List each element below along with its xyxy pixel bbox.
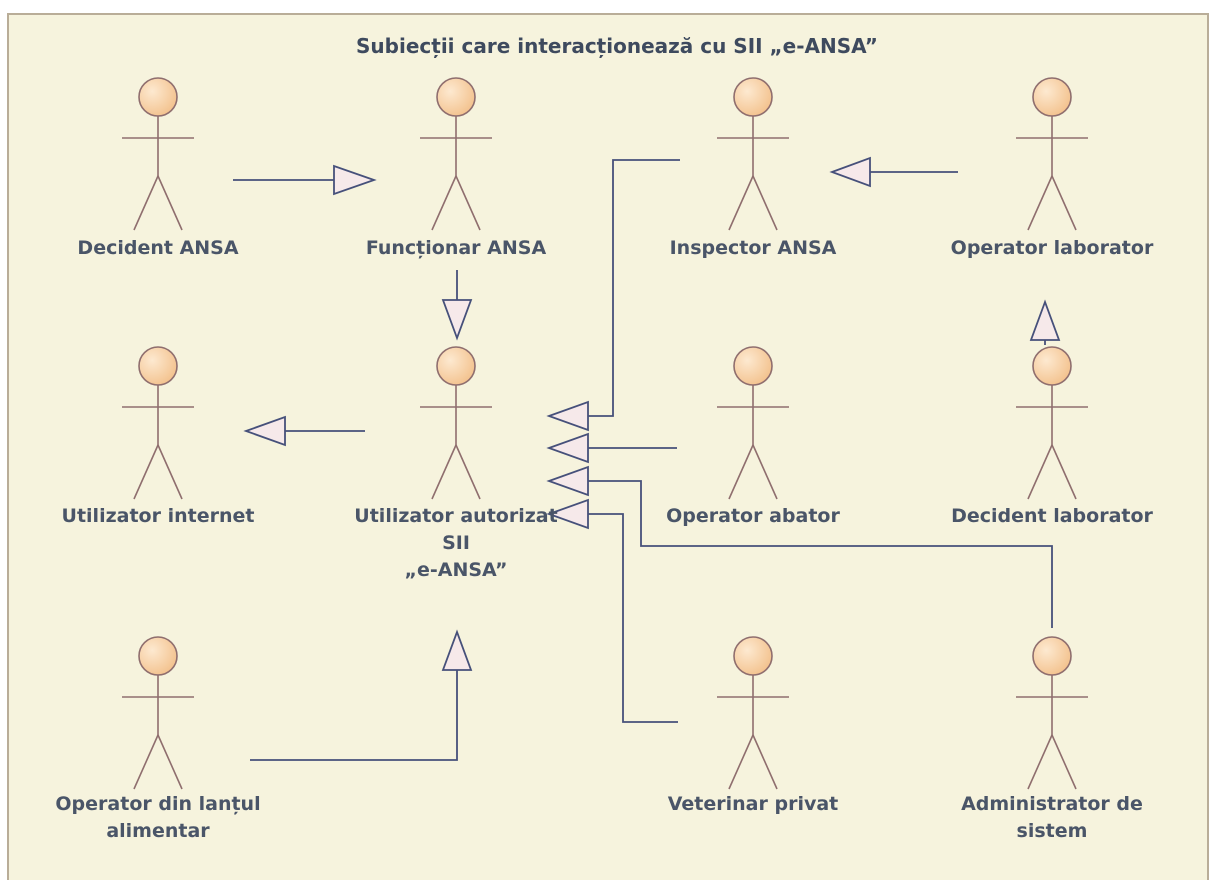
actor-decident-ansa: Decident ANSA: [77, 77, 239, 259]
actor-utilizator-internet: Utilizator internet: [62, 346, 255, 527]
actor-label: „e-ANSA”: [405, 559, 508, 581]
arrowhead-from-administrator: [546, 465, 589, 497]
actor-figure-icon: [122, 346, 194, 500]
arrowhead-from-operator-lant: [441, 629, 473, 671]
actor-functionar-ansa: Funcționar ANSA: [366, 77, 547, 259]
actor-figure-icon: [420, 77, 492, 231]
actor-label: Administrator de: [961, 793, 1143, 815]
actor-operator-laborator: Operator laborator: [951, 77, 1154, 259]
arrowhead-operator-laborator: [1029, 299, 1061, 341]
actor-veterinar-privat: Veterinar privat: [668, 636, 839, 815]
arrowhead-from-veterinar: [546, 498, 589, 530]
connector-veterinar-privat: [588, 513, 678, 723]
arrowhead-utilizator-internet: [243, 415, 286, 447]
actor-label: Veterinar privat: [668, 793, 839, 815]
actor-label: Utilizator internet: [62, 505, 255, 527]
arrowhead-from-abator: [546, 432, 589, 464]
actor-figure-icon: [1016, 636, 1088, 790]
actor-administrator-sistem: Administrator de sistem: [961, 636, 1143, 842]
arrowhead-functionar-ansa: [333, 164, 377, 196]
actor-figure-icon: [1016, 77, 1088, 231]
connector-administrator-sistem: [588, 480, 1053, 628]
actor-figure-icon: [1016, 346, 1088, 500]
diagram-frame: [7, 13, 1209, 880]
actors: Decident ANSA Funcționar ANSA Inspector AN…: [55, 77, 1154, 842]
actor-figure-icon: [717, 636, 789, 790]
actor-label: Operator din lanțul: [55, 793, 260, 815]
actor-operator-lant: Operator din lanțul alimentar: [55, 636, 261, 842]
arrowhead-utilizator-autorizat-top: [441, 299, 473, 341]
arrowhead-from-inspector: [546, 400, 589, 432]
actor-figure-icon: [717, 346, 789, 500]
actor-label: Funcționar ANSA: [366, 237, 547, 259]
actor-label: Operator laborator: [951, 237, 1154, 259]
actor-inspector-ansa: Inspector ANSA: [670, 77, 837, 259]
actor-label: Utilizator autorizat: [354, 505, 557, 527]
actor-label: sistem: [1017, 820, 1088, 842]
actor-figure-icon: [122, 636, 194, 790]
actor-decident-laborator: Decident laborator: [951, 346, 1154, 527]
generalization-connectors: [233, 159, 1053, 761]
connector-inspector-ansa: [588, 159, 680, 417]
arrowhead-inspector-ansa: [829, 156, 871, 188]
connector-operator-lant: [250, 670, 458, 761]
actor-figure-icon: [717, 77, 789, 231]
actor-label: SII: [442, 532, 470, 554]
actor-operator-abator: Operator abator: [666, 346, 840, 527]
actor-figure-icon: [420, 346, 492, 500]
actor-figure-icon: [122, 77, 194, 231]
actor-label: Decident laborator: [951, 505, 1153, 527]
actor-label: alimentar: [106, 820, 210, 842]
actor-label: Operator abator: [666, 505, 840, 527]
actor-label: Inspector ANSA: [670, 237, 837, 259]
generalization-arrowheads: [243, 156, 1061, 671]
actor-label: Decident ANSA: [77, 237, 238, 259]
diagram-title: Subiecții care interacționează cu SII „e…: [356, 34, 878, 58]
